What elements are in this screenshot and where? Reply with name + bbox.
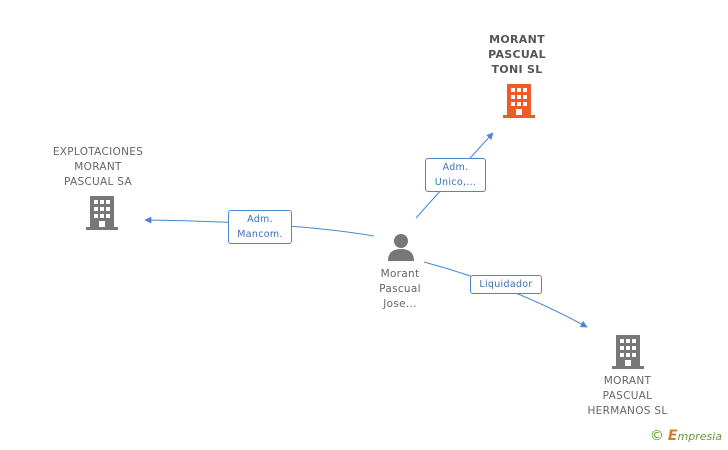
building-icon[interactable] (612, 335, 644, 369)
edge-label-adm-unico[interactable]: Adm. Unico,... (425, 158, 486, 192)
building-icon[interactable] (503, 84, 535, 118)
edge-line-to-hermanos (423, 261, 588, 328)
edge-label-liquidador[interactable]: Liquidador (470, 275, 542, 294)
node-label-toni[interactable]: MORANT PASCUAL TONI SL (488, 33, 546, 76)
brand-logo: ©Empresia (649, 428, 722, 444)
node-label-person[interactable]: Morant Pascual Jose... (379, 268, 421, 310)
person-icon[interactable] (387, 232, 415, 262)
node-label-explotaciones[interactable]: EXPLOTACIONES MORANT PASCUAL SA (52, 146, 144, 188)
edge-label-adm-mancom[interactable]: Adm. Mancom. (228, 210, 292, 244)
copyright-icon: © (649, 428, 664, 444)
building-icon[interactable] (86, 196, 118, 230)
node-label-hermanos[interactable]: MORANT PASCUAL HERMANOS SL (587, 375, 668, 417)
